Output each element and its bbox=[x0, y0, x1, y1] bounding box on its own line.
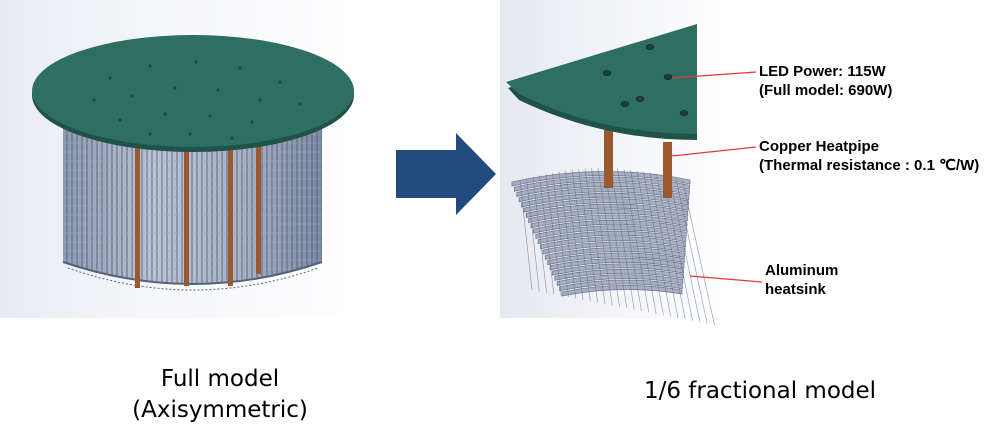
fractional-heatpipe bbox=[604, 130, 613, 188]
led-callout-line bbox=[671, 71, 757, 79]
heatsink-fin-edge bbox=[636, 170, 664, 316]
heatsink-label: heatsink bbox=[765, 281, 826, 298]
transition-arrow bbox=[396, 133, 496, 215]
fractional-model-illustration bbox=[506, 24, 763, 326]
heatsink-fin-edge bbox=[591, 168, 613, 306]
led-full-model-label: (Full model: 690W) bbox=[759, 82, 893, 99]
full-heatpipe bbox=[184, 146, 189, 286]
heatsink-fin-edge bbox=[604, 167, 628, 309]
heatsink-fin bbox=[533, 219, 687, 234]
full-model-caption-line2: (Axisymmetric) bbox=[132, 397, 308, 423]
heatpipe-resistance-label: (Thermal resistance : 0.1 ℃/W) bbox=[759, 157, 980, 174]
heatsink-fin bbox=[549, 257, 685, 271]
heatsink-fin-edge bbox=[669, 176, 701, 323]
fractional-model-heatsink bbox=[511, 167, 715, 326]
heatsink-fin-edge bbox=[519, 179, 533, 291]
heatsink-fin-edge bbox=[656, 174, 686, 320]
heatsink-fin-edge bbox=[532, 176, 547, 293]
heatsink-fin bbox=[544, 247, 686, 260]
heatsink-fin-edge bbox=[539, 175, 555, 295]
heatsink-fin bbox=[540, 236, 686, 250]
heatsink-fin-edge bbox=[649, 172, 679, 319]
heatpipe-callout: Copper Heatpipe (Thermal resistance : 0.… bbox=[759, 137, 979, 175]
full-model-illustration bbox=[32, 35, 354, 291]
heatsink-fin-edge bbox=[617, 168, 642, 312]
heatsink-fin bbox=[556, 274, 684, 287]
fractional-model-led-dots bbox=[602, 44, 689, 116]
heatsink-fin bbox=[547, 252, 685, 266]
heatsink-fin-edge bbox=[675, 178, 708, 324]
heatsink-fin bbox=[523, 198, 689, 213]
heatsink-fin-edge bbox=[623, 169, 650, 313]
fractional-model-caption-text: 1/6 fractional model bbox=[643, 378, 877, 404]
led-power-callout: LED Power: 115W (Full model: 690W) bbox=[759, 62, 892, 100]
heatsink-fin bbox=[525, 203, 689, 218]
heatpipe-callout-line bbox=[671, 146, 757, 157]
led-power-label: LED Power: 115W bbox=[759, 63, 886, 80]
heatsink-callout-line bbox=[689, 275, 763, 283]
fractional-model-heatpipes bbox=[604, 130, 672, 198]
heatsink-fin-edge bbox=[545, 174, 562, 296]
heatsink-fin bbox=[561, 285, 683, 297]
full-heatpipe bbox=[228, 144, 233, 286]
fractional-model-caption: 1/6 fractional model bbox=[600, 376, 920, 407]
full-model-heatpipes bbox=[135, 138, 261, 288]
callout-lines bbox=[671, 71, 763, 283]
heatsink-fin-edge bbox=[643, 171, 672, 317]
heatsink-fin bbox=[528, 209, 688, 224]
aluminum-label: Aluminum bbox=[765, 262, 839, 279]
fractional-model-led-board bbox=[506, 24, 697, 140]
full-heatpipe bbox=[135, 140, 140, 288]
fractional-heatpipe bbox=[663, 142, 672, 198]
heatsink-fin-edge bbox=[584, 168, 606, 305]
heatsink-fin-edge bbox=[526, 178, 540, 292]
full-model-led-board bbox=[32, 35, 354, 152]
full-model-caption-line1: Full model bbox=[160, 366, 280, 392]
heatsink-fin-edge bbox=[558, 171, 577, 299]
heatsink-fin-edge bbox=[578, 169, 599, 303]
heatsink-fin-edge bbox=[682, 179, 715, 326]
heatsink-fin bbox=[530, 214, 688, 229]
heatsink-callout: Aluminum heatsink bbox=[765, 261, 838, 299]
heatsink-fin-edge bbox=[610, 168, 635, 310]
heatsink-fin bbox=[559, 279, 683, 292]
heatsink-fin bbox=[511, 171, 691, 187]
heatsink-fin-edge bbox=[571, 169, 591, 302]
full-model-caption: Full model (Axisymmetric) bbox=[100, 364, 340, 426]
full-model-led-dots bbox=[92, 60, 302, 140]
heatsink-fin bbox=[521, 192, 689, 208]
heatsink-fin-edge bbox=[565, 170, 584, 300]
full-heatpipe bbox=[256, 138, 261, 274]
heatsink-fin-edge bbox=[597, 167, 620, 307]
heatpipe-label: Copper Heatpipe bbox=[759, 138, 880, 155]
heatsink-fin-edge bbox=[662, 175, 693, 321]
heatsink-fin-edge bbox=[630, 169, 657, 314]
heatsink-fin-edge bbox=[552, 172, 569, 298]
